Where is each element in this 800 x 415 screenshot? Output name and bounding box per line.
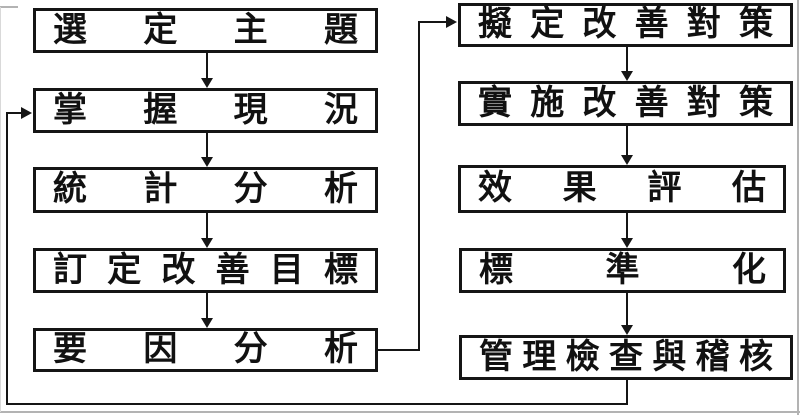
arrow-down-icon (201, 133, 213, 167)
arrow-down-icon (201, 293, 213, 328)
box-select-theme: 選定主題 (33, 8, 378, 53)
box-draft-countermeasures: 擬定改善對策 (458, 3, 793, 47)
box-set-improvement-goal: 訂定改善目標 (33, 248, 378, 293)
box-grasp-current-status: 掌握現況 (33, 88, 378, 133)
box-standardization: 標準化 (459, 248, 786, 293)
box-cause-analysis: 要因分析 (33, 328, 378, 372)
arrow-right-icon (446, 16, 457, 28)
arrow-down-icon (201, 53, 213, 88)
connector-feedback-loop (6, 107, 628, 405)
box-effect-evaluation: 效果評估 (458, 165, 786, 213)
arrow-down-icon (621, 293, 633, 335)
arrow-down-icon (621, 213, 633, 248)
flow-arrows-right (621, 47, 633, 335)
arrow-down-icon (621, 47, 633, 81)
box-implement-countermeasures: 實施改善對策 (458, 81, 793, 126)
connector-cause-to-countermeasures (378, 16, 457, 351)
flow-arrows-left (201, 53, 213, 328)
box-management-check-audit: 管理檢查與稽核 (459, 335, 793, 380)
box-statistical-analysis: 統計分析 (33, 167, 378, 213)
arrow-right-icon (21, 107, 32, 119)
arrow-down-icon (621, 126, 633, 165)
arrow-down-icon (201, 213, 213, 248)
